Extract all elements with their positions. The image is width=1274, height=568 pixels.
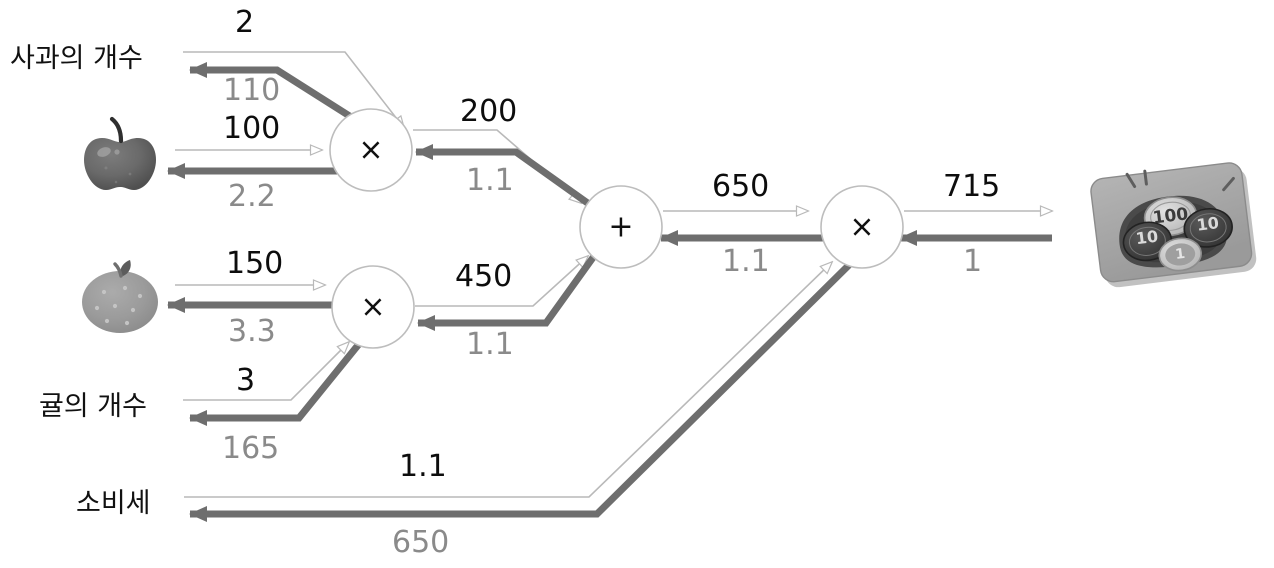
- label-forward-final: 715: [943, 169, 1001, 204]
- multiply-node-mandarin[interactable]: [331, 265, 415, 349]
- mandarin-image: [82, 260, 158, 333]
- label-forward-mandarin-count: 3: [236, 363, 256, 398]
- label-backward-total: 1.1: [722, 244, 770, 279]
- edge-backward-mandarin-subtotal: [417, 242, 605, 331]
- edge-forward-apple-count: [183, 51, 404, 128]
- variable-consumption-tax-label: 소비세: [76, 488, 151, 519]
- label-backward-apple-count: 110: [223, 73, 281, 108]
- edge-backward-tax: [189, 262, 852, 522]
- multiply-node-apple[interactable]: [329, 108, 413, 192]
- multiply-node-tax-glyph: ×: [849, 210, 874, 245]
- label-backward-apple-price: 2.2: [228, 179, 276, 214]
- label-forward-apple-price: 100: [223, 111, 281, 146]
- label-forward-apple-count: 2: [235, 5, 255, 40]
- add-node-total-glyph: +: [608, 210, 633, 245]
- coin-1-label: 1: [1174, 246, 1186, 263]
- label-forward-total: 650: [712, 169, 770, 204]
- label-forward-tax: 1.1: [399, 449, 447, 484]
- multiply-node-apple-glyph: ×: [358, 133, 383, 168]
- edge-backward-apple-subtotal: [415, 144, 606, 217]
- label-forward-mandarin-subtotal: 450: [455, 259, 513, 294]
- coin-10-right: 10: [1183, 207, 1233, 248]
- label-backward-final: 1: [963, 244, 983, 279]
- coin-10-right-label: 10: [1196, 213, 1220, 235]
- node-group: × × + ×: [329, 108, 904, 349]
- label-forward-apple-subtotal: 200: [460, 94, 518, 129]
- add-node-total[interactable]: [579, 185, 663, 269]
- label-backward-mandarin-price: 3.3: [228, 314, 276, 349]
- label-forward-mandarin-price: 150: [226, 246, 284, 281]
- label-backward-tax: 650: [392, 525, 450, 560]
- edge-forward-mandarin-count: [183, 342, 349, 401]
- coin-10-left-label: 10: [1135, 227, 1159, 249]
- edge-forward-mandarin-subtotal: [415, 256, 588, 307]
- variable-mandarin-count-label: 귤의 개수: [39, 391, 147, 422]
- label-backward-mandarin-subtotal: 1.1: [466, 327, 514, 362]
- edge-backward-mandarin-count: [189, 336, 366, 426]
- edge-forward-tax: [184, 262, 832, 498]
- coin-1: 1: [1158, 237, 1202, 272]
- variable-apple-count-label: 사과의 개수: [10, 43, 143, 74]
- label-backward-mandarin-count: 165: [222, 431, 280, 466]
- coin-10-left: 10: [1122, 221, 1173, 262]
- multiply-node-mandarin-glyph: ×: [360, 290, 385, 325]
- multiply-node-tax[interactable]: [820, 185, 904, 269]
- label-backward-apple-subtotal: 1.1: [466, 163, 514, 198]
- coin-purse-image: 100 10 10 1: [1090, 162, 1257, 288]
- apple-image: [84, 116, 156, 190]
